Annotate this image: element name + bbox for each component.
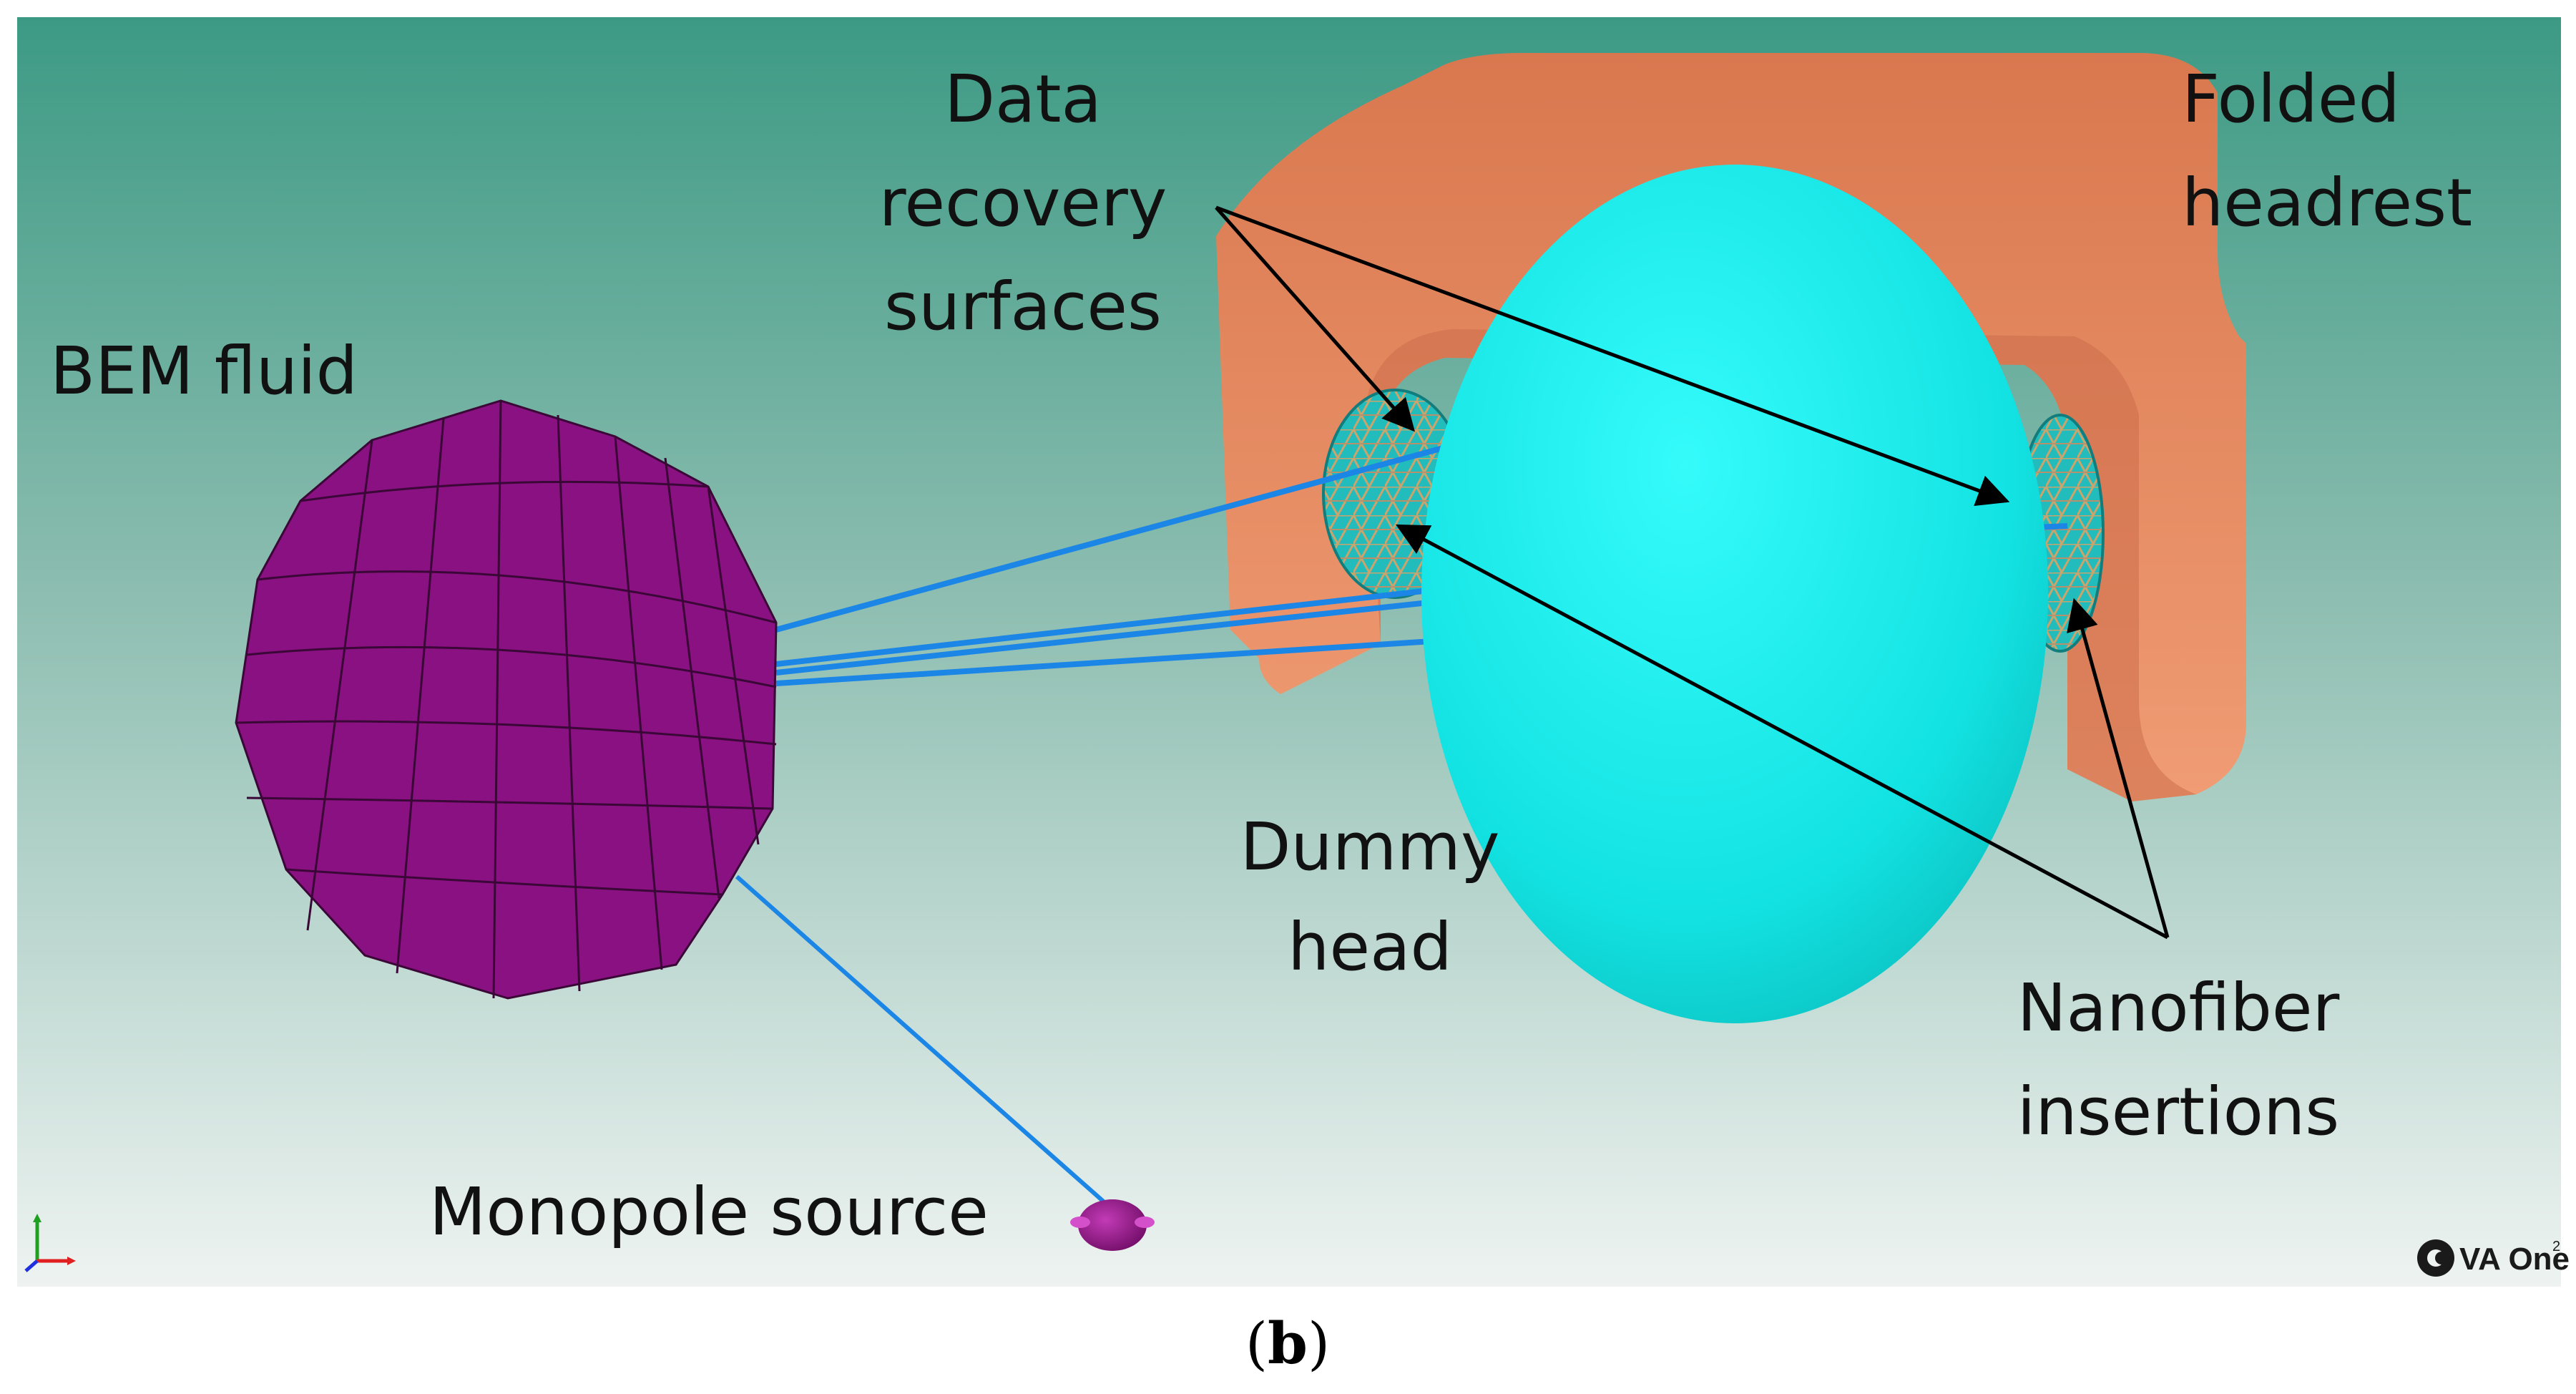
nanofiber-line-1: Nanofiber [2017,970,2340,1046]
nanofiber-label: Nanofiber insertions [2017,970,2340,1150]
nanofiber-line-2: insertions [2017,1073,2339,1150]
dummy-head-model[interactable] [1421,165,2048,1023]
folded-headrest-line-2: headrest [2182,165,2472,241]
bem-fluid-label: BEM fluid [50,333,358,409]
monopole-connector-line [735,874,1114,1212]
data-recovery-line-2: recovery [879,165,1167,241]
logo-text: VA One [2459,1242,2570,1277]
caption-letter: b [1268,1310,1308,1377]
folded-headrest-model[interactable] [1216,53,2246,801]
logo-superscript: 2 [2552,1239,2560,1254]
monopole-source-label: Monopole source [429,1174,989,1250]
folded-headrest-line-1: Folded [2182,61,2400,137]
data-recovery-line-1: Data [944,61,1102,137]
monopole-source-model[interactable] [1070,1199,1155,1251]
dummy-head-label: Dummy head [1240,809,1500,985]
callout-arrows [1215,205,2170,940]
caption-open: ( [1245,1310,1268,1377]
va-one-logo-icon: VA One 2 [2417,1239,2570,1277]
dummy-head-line-1: Dummy [1240,809,1500,885]
data-recovery-line-3: surfaces [884,268,1162,345]
dummy-head-line-2: head [1288,909,1452,985]
axis-triad-icon[interactable] [24,1214,76,1272]
caption-close: ) [1308,1310,1330,1377]
figure-caption: (b) [1245,1310,1330,1377]
folded-headrest-label: Folded headrest [2182,61,2472,241]
data-recovery-label: Data recovery surfaces [879,61,1167,345]
bem-fluid-sphere[interactable] [235,399,778,1000]
